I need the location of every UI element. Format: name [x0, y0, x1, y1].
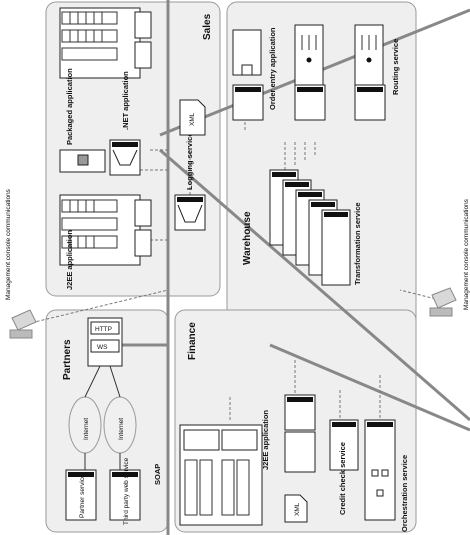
net-application-icon [109, 139, 141, 176]
finance-central-service-icon [284, 394, 316, 473]
j2ee-sales-server [59, 194, 152, 266]
sales-top-server [59, 7, 152, 79]
third-party-label: Third party web service [123, 457, 130, 525]
switch-icon-2 [354, 24, 386, 121]
bus-line-diagonal [159, 148, 470, 422]
partner-service-icon [65, 469, 97, 521]
logging-service-label: Logging service [185, 132, 194, 190]
xml-label-sales: XML [189, 112, 196, 126]
xml-label-finance: XML [294, 502, 301, 516]
logging-service-icon [174, 194, 206, 231]
zone-title-sales: Sales [202, 13, 213, 40]
xml-document-finance-icon [284, 494, 308, 523]
ws-label: WS [97, 344, 108, 351]
net-application-label: .NET application [121, 71, 130, 130]
orchestration-service-icon [364, 419, 396, 521]
j2ee-sales-label: J2EE application [65, 230, 74, 290]
credit-check-label: Credit check service [338, 442, 347, 515]
mgmt-label-left: Management console communications [5, 188, 12, 300]
computer-icon-left [9, 309, 37, 339]
packaged-application-icon [59, 149, 106, 173]
internet-label-2: Internet [118, 418, 125, 440]
switch-icon-1 [294, 24, 326, 121]
order-entry-label: Order entry application [268, 27, 277, 110]
third-party-web-service-icon [109, 469, 141, 521]
xml-document-icon [179, 99, 206, 136]
order-entry-application-icon [232, 29, 264, 121]
internet-label-1: Internet [83, 418, 90, 440]
credit-check-service-icon [329, 419, 359, 471]
mgmt-label-right: Management console communications [463, 198, 470, 310]
bus-line-finance [269, 343, 470, 432]
j2ee-finance-label: J2EE application [261, 410, 270, 470]
zone-title-partners: Partners [62, 339, 73, 380]
computer-icon-right [429, 287, 457, 317]
http-label: HTTP [95, 326, 112, 333]
soap-label: SOAP [153, 464, 162, 485]
zone-title-finance: Finance [187, 322, 198, 360]
transformation-service-stack [269, 169, 351, 286]
j2ee-finance-server [179, 424, 263, 526]
packaged-application-label: Packaged application [65, 68, 74, 145]
zone-title-warehouse: Warehouse [242, 211, 253, 265]
http-ws-gateway-icon [87, 317, 123, 367]
orchestration-service-label: Orchestration service [400, 455, 409, 532]
transformation-service-label: Transformation service [353, 202, 362, 285]
partner-service-label: Partner service [79, 474, 86, 518]
routing-service-label: Routing service [391, 39, 400, 95]
